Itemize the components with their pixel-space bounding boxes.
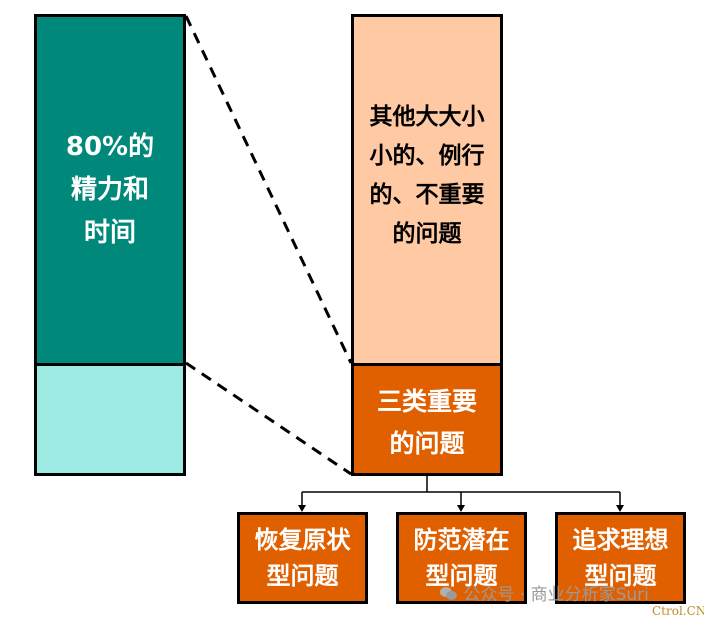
tree-connector [301, 476, 621, 506]
remaining-effort-block [34, 363, 186, 476]
routine-problems-block: 其他大大小 小的、例行 的、不重要 的问题 [351, 14, 503, 366]
watermark: 公众号 · 商业分析家Suri [440, 580, 649, 605]
arrow-down-icon [616, 505, 624, 512]
watermark-text: 公众号 · 商业分析家Suri [463, 585, 649, 605]
prevent-type-problem-box: 防范潜在 型问题 [396, 512, 527, 604]
effort-time-block: 80%的 精力和 时间 [34, 14, 186, 366]
credit-text: Ctrol.CN [652, 604, 704, 618]
dashed-connector-top [184, 15, 353, 364]
arrowheads [298, 505, 624, 512]
wechat-icon [440, 587, 458, 601]
arrow-down-icon [298, 505, 306, 512]
restore-type-problem-box: 恢复原状 型问题 [237, 512, 368, 604]
ideal-type-problem-box: 追求理想 型问题 [555, 512, 686, 604]
arrow-down-icon [457, 505, 465, 512]
important-problems-block: 三类重要 的问题 [351, 363, 503, 476]
dashed-connector-bottom [185, 361, 352, 476]
